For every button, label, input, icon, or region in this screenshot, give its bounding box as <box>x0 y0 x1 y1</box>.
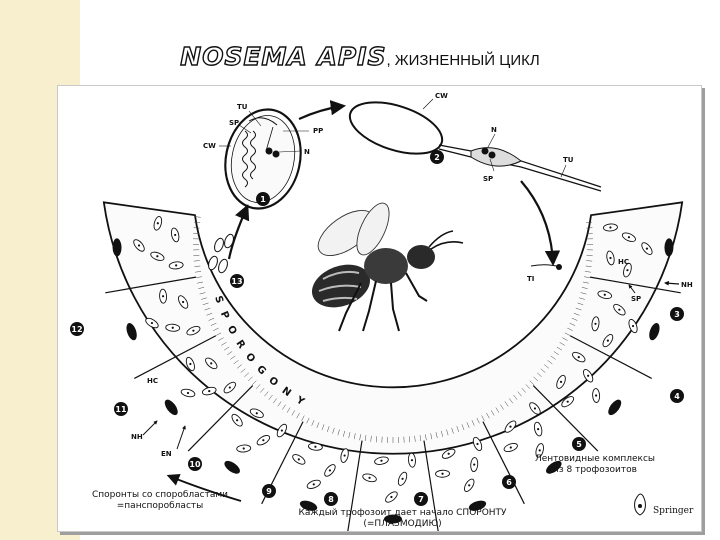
germinating-spore <box>348 101 602 192</box>
sporogony-letter: P <box>218 310 231 321</box>
stage-badge-4: 4 <box>670 389 684 403</box>
title-subtitle: , ЖИЗНЕННЫЙ ЦИКЛ <box>386 52 540 69</box>
arrow-sporogony <box>166 473 242 502</box>
stage-badge-11: 11 <box>114 402 128 416</box>
label-nh-2: NH <box>131 433 143 441</box>
label-n-2: N <box>491 126 497 134</box>
caption-sporonts: Споронты со споробластами =панспоробласт… <box>91 490 229 511</box>
label-en: EN <box>161 450 172 458</box>
life-cycle-diagram: TU SP CW PP N CW N SP TU TI HC SP NH HC … <box>70 92 694 531</box>
arrow-stage-13-to-1 <box>227 204 250 260</box>
stage-badge-1: 1 <box>256 192 270 206</box>
arrow-stage-1-to-2 <box>298 100 347 121</box>
honeybee-illustration <box>311 202 464 332</box>
sporogony-letter: S <box>212 295 225 305</box>
label-nh: NH <box>681 281 693 289</box>
stage-number-3: 3 <box>674 310 680 319</box>
stage-badge-3: 3 <box>670 307 684 321</box>
epithelial-cell-contents <box>112 216 674 524</box>
label-cw: CW <box>203 142 216 150</box>
stage-badge-12: 12 <box>70 322 84 336</box>
arrow-stage-2-to-3 <box>520 180 561 267</box>
polar-tube-entering-cell <box>530 264 562 270</box>
title-species-name: NOSEMA APIS <box>180 41 387 71</box>
label-sp-2: SP <box>483 175 493 183</box>
life-cycle-figure: TU SP CW PP N CW N SP TU TI HC SP NH HC … <box>57 85 702 532</box>
label-hc-2: HC <box>147 377 158 385</box>
stage-badge-8: 8 <box>324 492 338 506</box>
label-hc: HC <box>618 258 629 266</box>
stage-number-9: 9 <box>266 487 272 496</box>
released-spores <box>208 233 234 274</box>
label-pp: PP <box>313 127 323 135</box>
publisher-name: Springer <box>653 506 694 516</box>
stage-number-2: 2 <box>434 153 440 162</box>
stage-badge-5: 5 <box>572 437 586 451</box>
stage-number-5: 5 <box>576 440 582 449</box>
stage-badge-2: 2 <box>430 150 444 164</box>
caption-trophozoite: Каждый трофозоит дает начало СПОРОНТУ (=… <box>298 508 507 529</box>
label-tu-2: TU <box>563 156 574 164</box>
stage-number-12: 12 <box>71 325 82 334</box>
label-ti: TI <box>527 275 534 283</box>
mature-spore <box>224 108 302 210</box>
label-sp-3: SP <box>631 295 641 303</box>
label-cw-2: CW <box>435 92 448 100</box>
stage-number-6: 6 <box>506 478 512 487</box>
stage-badge-10: 10 <box>188 457 202 471</box>
springer-logo <box>634 493 646 516</box>
label-tu: TU <box>237 103 248 111</box>
stage-badge-7: 7 <box>414 492 428 506</box>
stage-number-1: 1 <box>260 195 266 204</box>
stage-number-4: 4 <box>674 392 680 401</box>
page-title: NOSEMA APIS, ЖИЗНЕННЫЙ ЦИКЛ <box>0 41 720 71</box>
stage-number-13: 13 <box>231 277 242 286</box>
stage-number-11: 11 <box>115 405 127 414</box>
stage-number-10: 10 <box>189 460 201 469</box>
label-n: N <box>304 148 310 156</box>
stage-number-7: 7 <box>418 495 424 504</box>
stage-number-8: 8 <box>328 495 334 504</box>
stage-badge-6: 6 <box>502 475 516 489</box>
stage-badge-13: 13 <box>230 274 244 288</box>
stage-badge-9: 9 <box>262 484 276 498</box>
caption-ribbon-complexes: Лентовидные комплексы из 8 трофозоитов <box>534 454 656 475</box>
label-sp: SP <box>229 119 239 127</box>
